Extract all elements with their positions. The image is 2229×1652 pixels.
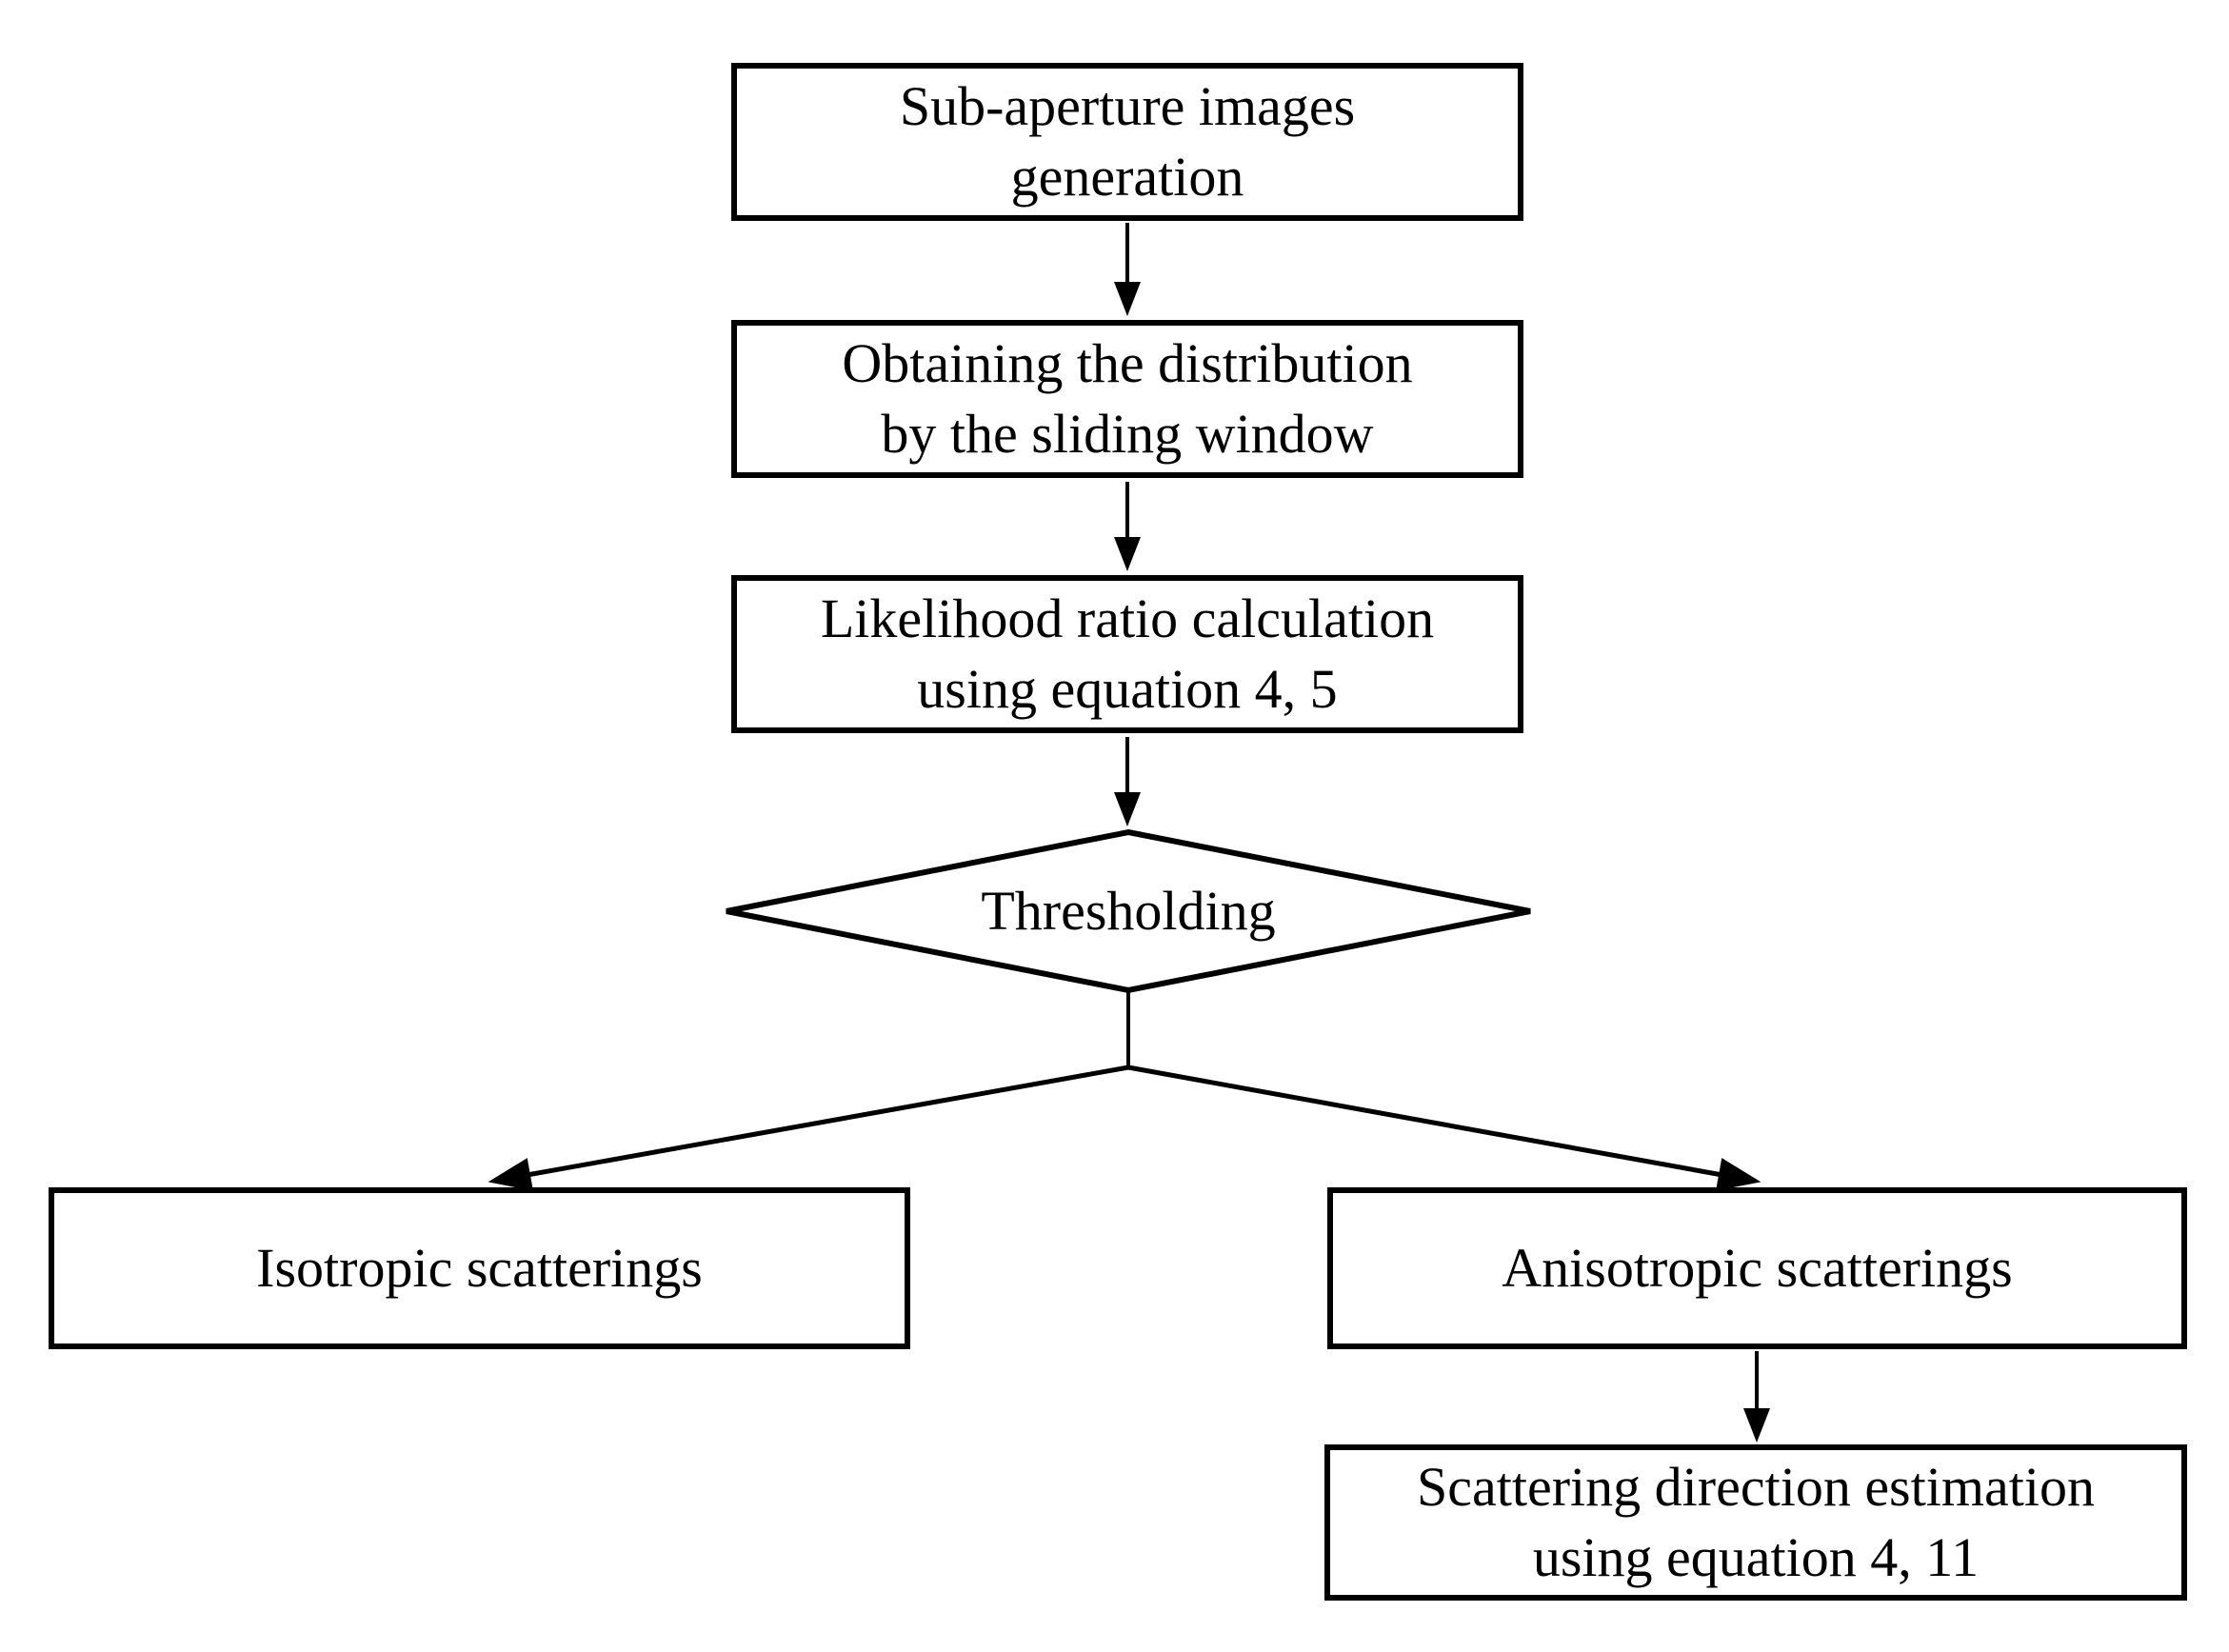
node-anisotropic-scatterings: Anisotropic scatterings bbox=[1327, 1187, 2187, 1349]
arrow-thresholding-to-isotropic bbox=[488, 1065, 1129, 1191]
node-scattering-direction-estimation: Scattering direction estimation using eq… bbox=[1324, 1444, 2187, 1601]
node-isotropic-scatterings: Isotropic scatterings bbox=[49, 1187, 910, 1349]
node-thresholding-decision: Thresholding bbox=[981, 879, 1276, 942]
node-sub-aperture-images-generation: Sub-aperture images generation bbox=[731, 63, 1523, 221]
arrow-thresholding-to-anisotropic bbox=[1127, 1065, 1761, 1191]
node-likelihood-ratio-calculation: Likelihood ratio calculation using equat… bbox=[731, 575, 1523, 733]
node-obtaining-distribution-sliding-window: Obtaining the distribution by the slidin… bbox=[731, 320, 1523, 478]
